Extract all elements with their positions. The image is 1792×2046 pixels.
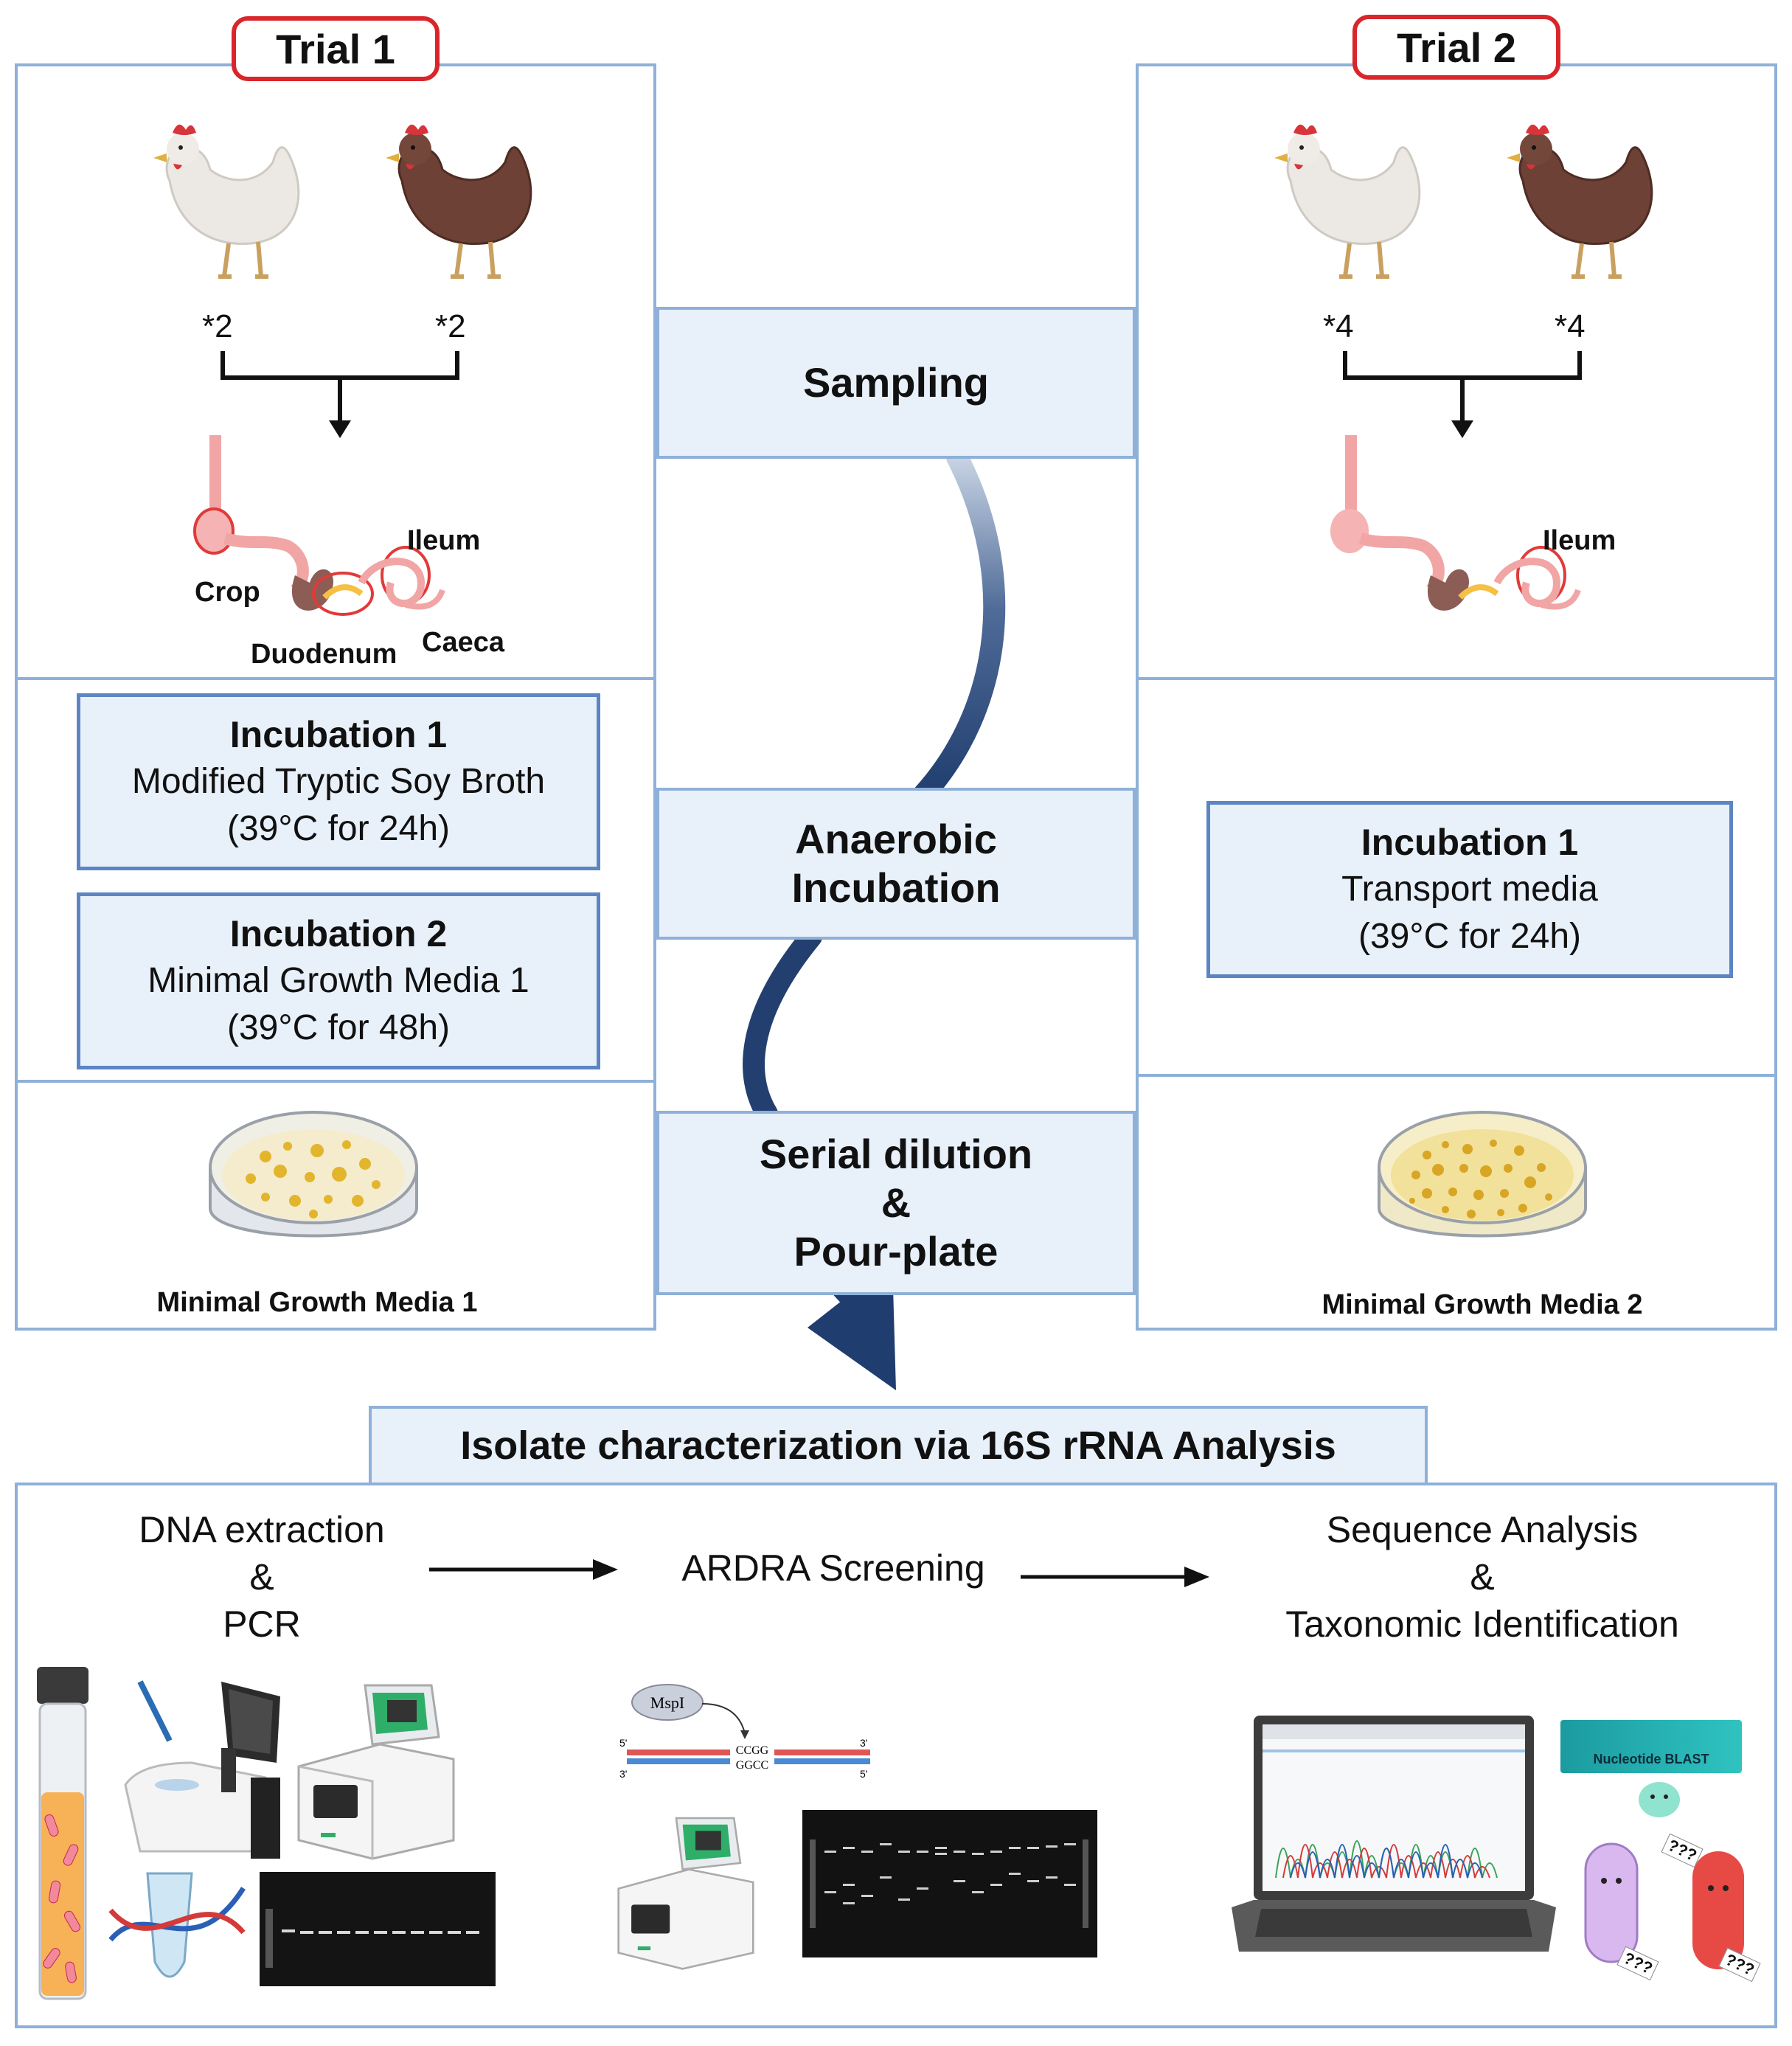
process-arrow-1 <box>429 1559 618 1580</box>
bacteria-mascots-icon <box>1584 1782 1744 1969</box>
trial2-incubation1-box: Incubation 1 Transport media (39°C for 2… <box>1206 801 1733 978</box>
dna-line-2: & <box>249 1556 274 1598</box>
trial1-sampling-panel <box>15 63 656 680</box>
seq-line-3: Taxonomic Identification <box>1285 1603 1679 1645</box>
trial2-inc1-title: Incubation 1 <box>1361 822 1579 863</box>
blast-label: Nucleotide BLAST <box>1593 1752 1709 1766</box>
trial2-title: Trial 2 <box>1397 24 1516 71</box>
trial1-merge-arrow <box>220 351 459 438</box>
sequence-analysis-label: Sequence Analysis & Taxonomic Identifica… <box>1246 1506 1718 1648</box>
analysis-title: Isolate characterization via 16S rRNA An… <box>460 1423 1336 1468</box>
trial1-title: Trial 1 <box>276 25 395 72</box>
trial1-incubation1-box: Incubation 1 Modified Tryptic Soy Broth … <box>77 693 600 870</box>
trial1-inc2-medium: Minimal Growth Media 1 <box>147 961 529 1000</box>
trial1-inc2-title: Incubation 2 <box>229 913 448 954</box>
ileum-label-trial2: Ileum <box>1543 525 1616 556</box>
duodenum-label: Duodenum <box>251 639 397 670</box>
ardra-thermocycler-icon <box>617 1817 754 1970</box>
pcr-gel-image <box>260 1872 496 1986</box>
strand-5-left: 5' <box>619 1737 627 1749</box>
trial2-merge-arrow <box>1343 351 1582 438</box>
trial1-tag: Trial 1 <box>232 16 440 81</box>
trial2-gut-diagram <box>1330 435 1581 611</box>
analysis-title-box: Isolate characterization via 16S rRNA An… <box>369 1406 1428 1485</box>
trial2-inc1-conditions: (39°C for 24h) <box>1358 917 1581 956</box>
dna-tube-icon <box>108 1872 246 1978</box>
white-chicken-icon <box>153 124 300 279</box>
ileum-label-trial1: Ileum <box>407 525 481 556</box>
serial-label-1: Serial dilution <box>759 1131 1033 1177</box>
sampling-step: Sampling <box>656 307 1136 459</box>
seq-line-2: & <box>1470 1556 1495 1598</box>
serial-label-3: Pour-plate <box>793 1228 999 1275</box>
ardra-gel-image <box>802 1810 1097 1957</box>
trial2-tag: Trial 2 <box>1352 15 1560 80</box>
trial2-white-count: *4 <box>1323 308 1354 344</box>
trial1-brown-count: *2 <box>435 308 466 344</box>
enzyme-label: MspI <box>650 1693 684 1712</box>
trial1-inc1-conditions: (39°C for 24h) <box>227 809 450 848</box>
sampling-label: Sampling <box>802 359 990 406</box>
caeca-label: Caeca <box>422 627 504 658</box>
anaerobic-label-2: Incubation <box>791 864 1001 911</box>
site-top: CCGG <box>736 1744 769 1757</box>
ardra-screening-label: ARDRA Screening <box>681 1547 985 1589</box>
process-arrow-2 <box>1021 1567 1209 1587</box>
pcr-thermocycler-icon <box>297 1684 455 1860</box>
site-bottom: GGCC <box>736 1759 768 1772</box>
white-chicken-icon-trial2 <box>1274 124 1421 279</box>
strand-3-right: 3' <box>860 1737 867 1749</box>
trial2-petri-dish-icon <box>1378 1111 1587 1238</box>
culture-tube-icon <box>37 1667 88 2000</box>
spectrophotometer-icon <box>124 1680 280 1859</box>
mspi-digestion-diagram: MspI CCGG GGCC 5' 3' 3' 5' <box>619 1684 870 1780</box>
trial1-inc1-title: Incubation 1 <box>229 714 448 755</box>
serial-label-2: & <box>881 1179 911 1226</box>
serial-dilution-step: Serial dilution & Pour-plate <box>656 1111 1136 1295</box>
trial2-brown-count: *4 <box>1555 308 1586 344</box>
trial2-inc1-medium: Transport media <box>1341 870 1598 909</box>
trial1-gut-diagram <box>193 435 445 616</box>
blast-banner: Nucleotide BLAST <box>1560 1720 1742 1773</box>
crop-label: Crop <box>195 577 260 608</box>
trial2-plate-label: Minimal Growth Media 2 <box>1322 1289 1643 1320</box>
trial1-inc1-medium: Modified Tryptic Soy Broth <box>131 762 546 801</box>
brown-chicken-icon <box>386 124 532 279</box>
brown-chicken-icon-trial2 <box>1507 124 1653 279</box>
seq-line-1: Sequence Analysis <box>1326 1509 1639 1550</box>
strand-3-left: 3' <box>619 1768 627 1780</box>
trial1-white-count: *2 <box>202 308 233 344</box>
dna-line-1: DNA extraction <box>139 1509 385 1550</box>
laptop-chromatogram-icon <box>1232 1716 1556 1952</box>
anaerobic-incubation-step: Anaerobic Incubation <box>656 788 1136 940</box>
trial1-inc2-conditions: (39°C for 48h) <box>227 1008 450 1047</box>
trial1-incubation2-box: Incubation 2 Minimal Growth Media 1 (39°… <box>77 892 600 1069</box>
anaerobic-label-1: Anaerobic <box>795 816 997 862</box>
dna-line-3: PCR <box>223 1603 301 1645</box>
strand-5-right: 5' <box>860 1768 867 1780</box>
trial1-petri-dish-icon <box>209 1111 418 1238</box>
trial1-plate-label: Minimal Growth Media 1 <box>156 1287 478 1318</box>
dna-extraction-label: DNA extraction & PCR <box>111 1506 413 1648</box>
